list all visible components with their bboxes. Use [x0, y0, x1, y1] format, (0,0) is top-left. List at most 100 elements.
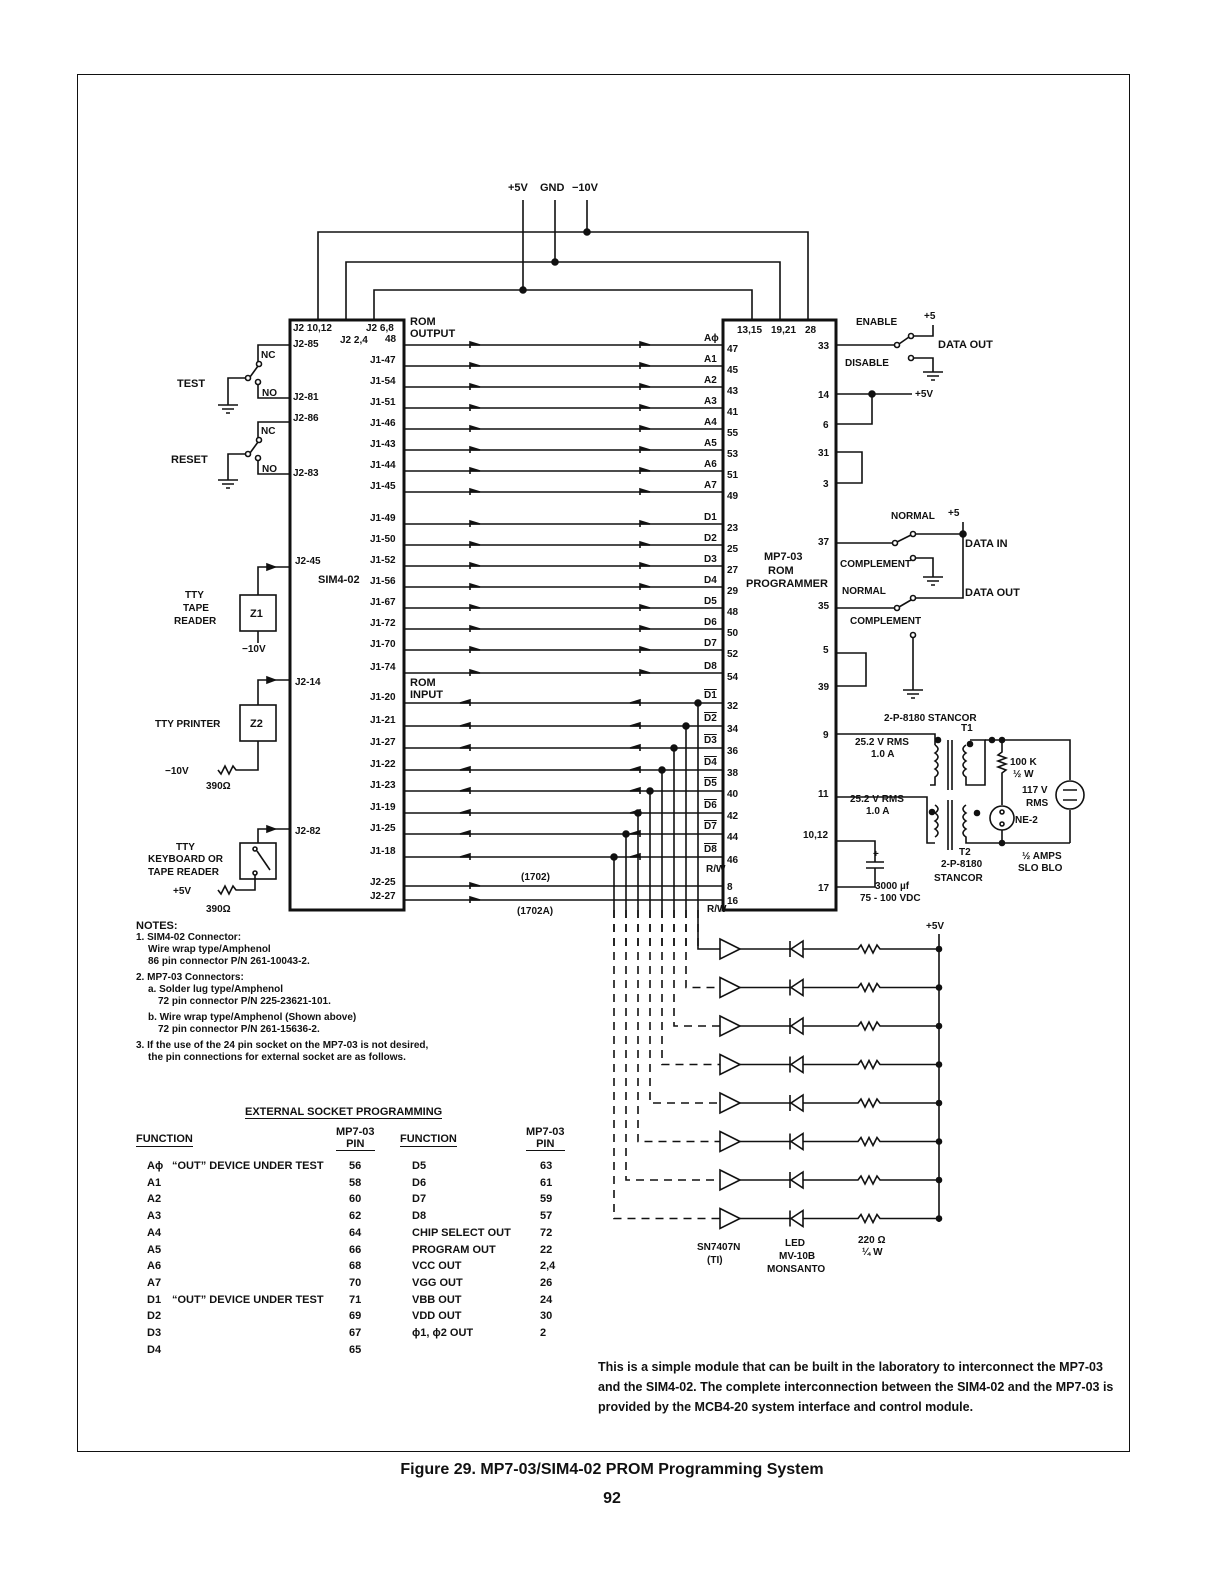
- svg-text:COMPLEMENT: COMPLEMENT: [850, 616, 921, 627]
- svg-text:+: +: [873, 849, 879, 860]
- rail-label-n10v: −10V: [572, 182, 599, 194]
- svg-text:DISABLE: DISABLE: [845, 358, 889, 369]
- mp703-pin: 8: [727, 882, 733, 893]
- socket-pin: 59: [540, 1193, 553, 1206]
- mp703-pin: 52: [727, 649, 739, 660]
- svg-text:MV-10B: MV-10B: [779, 1251, 815, 1262]
- socket-function: VBB OUT: [412, 1293, 462, 1306]
- data-in-switch[interactable]: NORMAL +5 COMPLEMENT DATA IN: [836, 508, 1008, 599]
- sim402-pin: J1-21: [370, 715, 396, 726]
- mp703-pin: 32: [727, 701, 739, 712]
- mp703-signal: D7: [704, 638, 717, 649]
- rw-line: J2-25 8: [370, 877, 733, 893]
- socket-function: A7: [147, 1276, 162, 1289]
- svg-text:ENABLE: ENABLE: [856, 317, 897, 328]
- svg-text:−10V: −10V: [165, 766, 189, 777]
- reset-switch[interactable]: RESET NC NO: [171, 421, 290, 489]
- figure-caption: Figure 29. MP7-03/SIM4-02 PROM Programmi…: [400, 1461, 824, 1478]
- sim402-pin: J1-56: [370, 576, 396, 587]
- socket-pin: 57: [540, 1210, 553, 1223]
- sim402-pin: J1-20: [370, 692, 396, 703]
- mp703-pin: 45: [727, 365, 739, 376]
- notes-title: NOTES:: [136, 920, 178, 932]
- mp703-right-pin: 3: [823, 479, 829, 490]
- svg-text:T1: T1: [961, 723, 973, 734]
- svg-text:NC: NC: [261, 426, 275, 437]
- mp703-pin: 43: [727, 386, 739, 397]
- pin-j2-81: J2-81: [293, 392, 319, 403]
- mp703-signal: A5: [704, 438, 717, 449]
- svg-text:COMPLEMENT: COMPLEMENT: [840, 559, 911, 570]
- socket-pin: 26: [540, 1276, 553, 1289]
- svg-text:NO: NO: [262, 388, 277, 399]
- sim402-pin: J1-18: [370, 846, 396, 857]
- socket-pin: 2: [540, 1327, 547, 1339]
- socket-function: VGG OUT: [412, 1276, 463, 1289]
- socket-pin: 61: [540, 1176, 553, 1189]
- socket-function: A6: [147, 1260, 162, 1273]
- mp703-top-pin: 19,21: [771, 325, 796, 336]
- socket-pin: 56: [349, 1160, 362, 1172]
- mp703-signal: A2: [704, 375, 717, 386]
- sim402-pin: J1-23: [370, 780, 396, 791]
- sim402-box: [288, 318, 406, 912]
- socket-function: ϕ1, ϕ2 OUT: [412, 1327, 474, 1339]
- description-text: This is a simple module that can be buil…: [598, 1360, 1114, 1414]
- mp703-pin: 42: [727, 811, 739, 822]
- socket-function: Aϕ: [147, 1160, 164, 1172]
- mp703-inv-signal: D1: [704, 690, 717, 701]
- note-2b: b. Wire wrap type/Amphenol (Shown above): [148, 1012, 357, 1023]
- svg-text:1.0 A: 1.0 A: [866, 806, 890, 817]
- test-switch[interactable]: TEST NC NO: [177, 344, 290, 414]
- mp703-label: MP7-03: [764, 551, 803, 563]
- socket-function: A1: [147, 1176, 162, 1189]
- plus5v-jumper: +5V: [836, 389, 933, 484]
- socket-function: D1: [147, 1293, 162, 1306]
- mp703-pin: 41: [727, 407, 739, 418]
- mp703-signal: Aϕ: [704, 333, 719, 344]
- svg-text:TTY: TTY: [185, 590, 204, 601]
- svg-text:½ AMPS: ½ AMPS: [1022, 851, 1062, 862]
- mp703-right-pin: 35: [818, 601, 830, 612]
- svg-text:RMS: RMS: [1026, 798, 1049, 809]
- mp703-right-pin: 33: [818, 341, 830, 352]
- col-pin-right: MP7-03 PIN: [526, 1126, 565, 1151]
- socket-pin: 70: [349, 1276, 362, 1289]
- socket-pin: 64: [349, 1226, 362, 1239]
- svg-text:NE-2: NE-2: [1015, 815, 1038, 826]
- note-2a: a. Solder lug type/Amphenol: [148, 984, 284, 995]
- rom-output-label-2: OUTPUT: [410, 328, 456, 340]
- data-out-enable-switch[interactable]: ENABLE +5 DISABLE DATA OUT: [836, 311, 993, 381]
- socket-function: A2: [147, 1193, 162, 1206]
- socket-function: VCC OUT: [412, 1260, 462, 1273]
- mp703-signal: A7: [704, 480, 717, 491]
- mp703-pin: 25: [727, 544, 739, 555]
- socket-function: D2: [147, 1310, 162, 1323]
- data-out-normal-switch[interactable]: NORMAL COMPLEMENT DATA OUT: [836, 586, 1020, 699]
- mp703-signal: A6: [704, 459, 717, 470]
- mp703-signal: D3: [704, 554, 717, 565]
- svg-text:DATA IN: DATA IN: [965, 538, 1008, 550]
- led-channel: [685, 910, 943, 999]
- mp703-signal: D5: [704, 596, 717, 607]
- svg-text:KEYBOARD OR: KEYBOARD OR: [148, 854, 224, 865]
- mp703-label: PROGRAMMER: [746, 578, 828, 590]
- rail-label-gnd: GND: [540, 182, 565, 194]
- svg-text:25.2 V RMS: 25.2 V RMS: [855, 737, 909, 748]
- mp703-pin: 48: [727, 607, 739, 618]
- mp703-pin: 44: [727, 832, 739, 843]
- socket-pin: 2,4: [540, 1260, 556, 1273]
- mp703-signal: A1: [704, 354, 717, 365]
- svg-text:1.0 A: 1.0 A: [871, 749, 895, 760]
- socket-pin: 65: [349, 1343, 362, 1356]
- sim402-pin: J2-25: [370, 877, 396, 888]
- mp703-pin: 27: [727, 565, 739, 576]
- rom-input-line: J1-20 D1 32: [370, 690, 739, 952]
- mp703-right-pin: 6: [823, 420, 829, 431]
- socket-pin: 62: [349, 1210, 362, 1223]
